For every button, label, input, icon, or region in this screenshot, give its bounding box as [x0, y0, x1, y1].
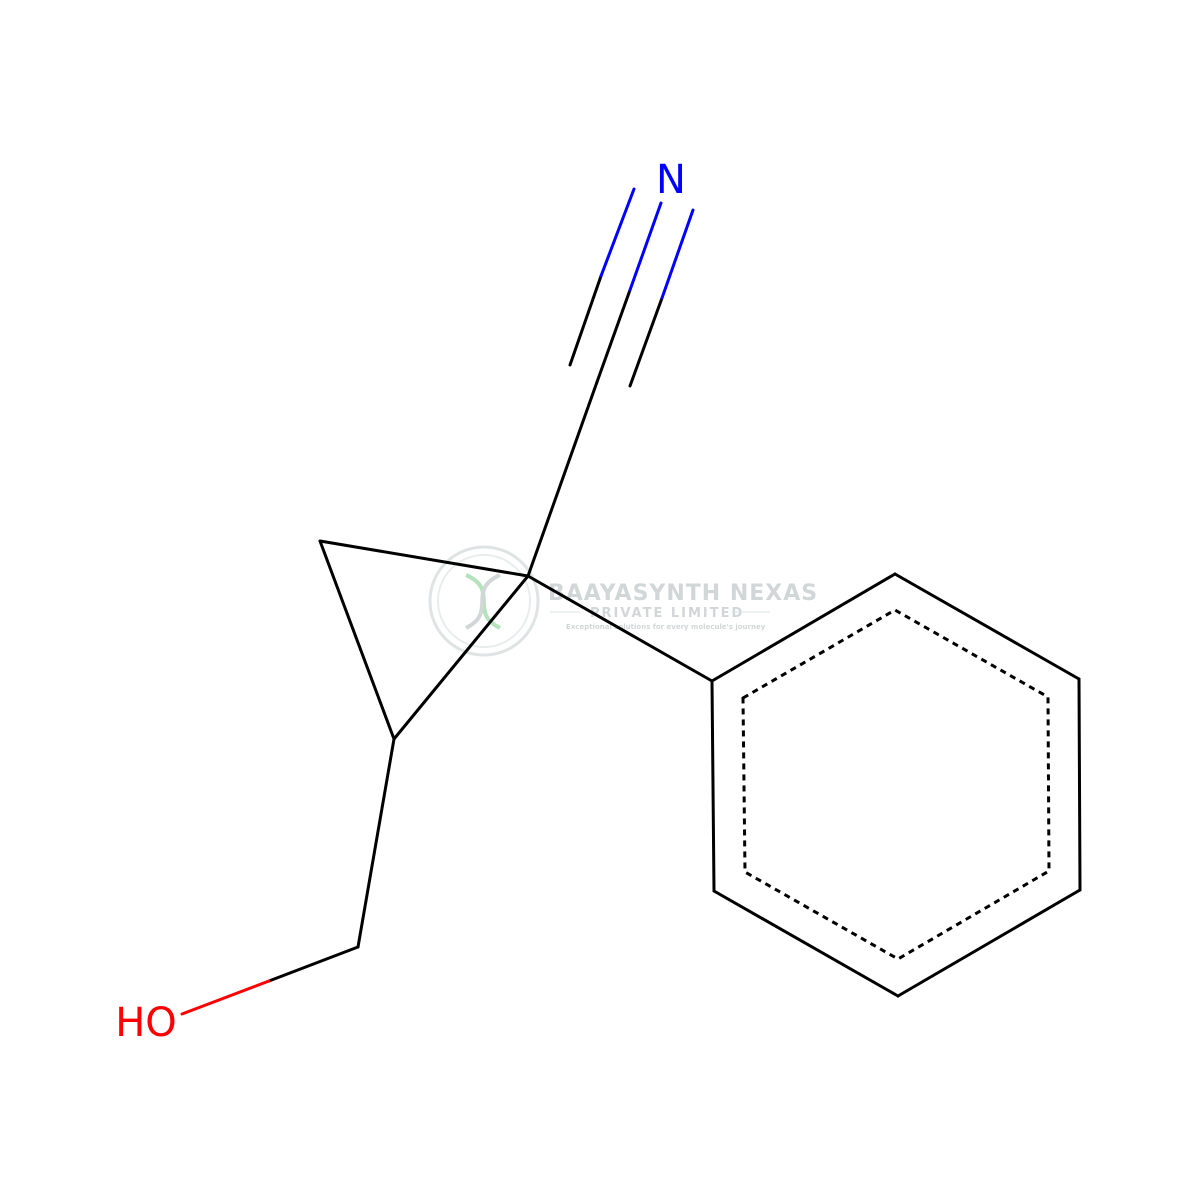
- bond-triple-center-c: [595, 288, 632, 384]
- bond-ch2-o-carbon-half: [267, 945, 360, 983]
- watermark-logo-helix-icon: [465, 573, 501, 630]
- watermark-title: BAAYASYNTH NEXAS: [548, 581, 818, 606]
- benzene-ring: [710, 572, 1082, 998]
- bond-triple-center-n: [628, 201, 663, 292]
- bond-benzene-6: [710, 679, 716, 893]
- bond-ch2-o-oxygen-half: [180, 979, 271, 1016]
- bond-benzene-1: [710, 572, 897, 683]
- bond-triple-right-c: [628, 296, 664, 388]
- atom-label-hydroxyl: HO: [115, 1000, 177, 1046]
- bond-triple-left-n: [599, 187, 636, 278]
- bond-triple-left-c: [568, 274, 603, 367]
- bond-c2-ch2: [356, 737, 396, 949]
- atom-label-nitrogen: N: [656, 157, 686, 203]
- bond-ring-c1-c3: [318, 539, 530, 578]
- watermark-logo-inner-ring: [437, 554, 531, 648]
- watermark-logo-helix-strand-icon: [465, 573, 501, 630]
- bond-ring-c3-c2: [318, 539, 396, 741]
- bond-ring-c2-c1: [392, 574, 530, 741]
- bond-benzene-5: [712, 889, 900, 998]
- watermark-logo-ring: [428, 545, 540, 657]
- bond-benzene-3: [1077, 677, 1082, 892]
- watermark-subtitle: PRIVATE LIMITED: [590, 606, 744, 621]
- watermark-tagline: Exceptional solutions for every molecule…: [566, 623, 766, 631]
- bond-nitrile-triple: [568, 187, 695, 388]
- benzene-aromatic-circle: [741, 608, 1051, 961]
- bond-triple-right-n: [660, 208, 695, 300]
- bond-c1-phenyl: [526, 574, 714, 683]
- bond-benzene-2: [893, 572, 1081, 681]
- bond-benzene-4: [896, 888, 1082, 998]
- watermark: BAAYASYNTH NEXAS PRIVATE LIMITED Excepti…: [428, 545, 818, 657]
- bond-c1-nitrile-carbon: [526, 380, 599, 578]
